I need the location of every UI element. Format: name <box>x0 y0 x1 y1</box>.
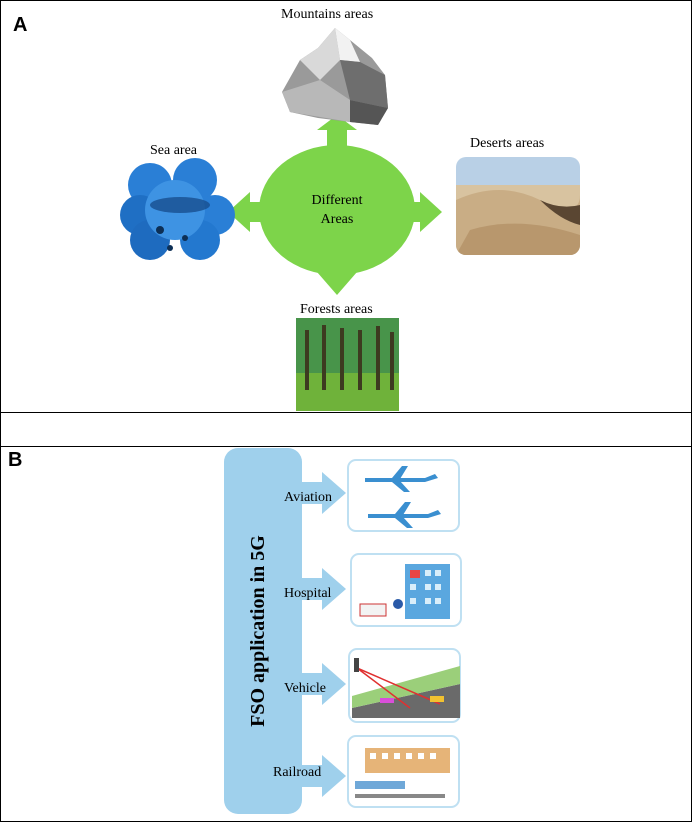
arrow-hospital <box>302 568 346 610</box>
mountains-label: Mountains areas <box>281 7 374 22</box>
forests-label: Forests areas <box>300 302 373 317</box>
arrow-left <box>228 192 270 232</box>
vehicle-road-icon <box>352 658 460 718</box>
panel-b-frame <box>0 446 692 822</box>
sea-label: Sea area <box>150 143 198 158</box>
arrow-up <box>317 115 357 150</box>
panel-a-letter: A <box>13 14 28 36</box>
label-hospital: Hospital <box>284 586 332 601</box>
airplane-icon <box>365 466 441 528</box>
panel-b-letter: B <box>8 449 23 471</box>
label-vehicle: Vehicle <box>284 681 326 696</box>
center-label-line2: Areas <box>321 212 354 227</box>
center-label-line1: Different <box>311 193 362 208</box>
hospital-icon <box>359 564 450 619</box>
panel-b-diagram: FSO application in 5G <box>224 448 462 814</box>
label-aviation: Aviation <box>284 490 332 505</box>
fso-title-bar <box>224 448 302 814</box>
arrow-railroad <box>302 755 346 797</box>
arrow-aviation <box>302 472 346 514</box>
label-railroad: Railroad <box>273 765 321 780</box>
desert-image <box>456 157 580 255</box>
arrow-vehicle <box>302 663 346 705</box>
panel-a-diagram: Different Areas <box>120 28 580 411</box>
railroad-station-icon <box>355 748 450 798</box>
mountain-image <box>282 28 388 125</box>
panel-spacer-row <box>0 412 692 447</box>
deserts-label: Deserts areas <box>470 136 545 151</box>
different-areas-circle <box>259 145 415 275</box>
application-arrows <box>302 472 346 797</box>
sea-image <box>120 158 235 260</box>
fso-title-text: FSO application in 5G <box>247 535 269 727</box>
forest-image <box>296 318 399 411</box>
